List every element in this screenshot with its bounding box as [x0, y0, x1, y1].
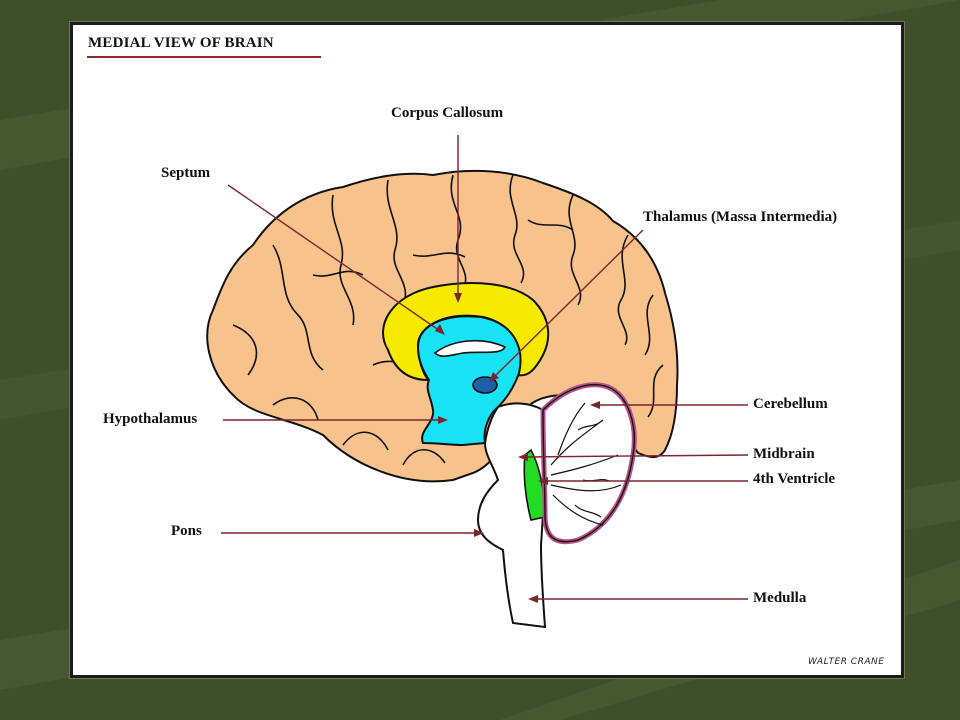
label-cerebellum: Cerebellum	[753, 396, 828, 412]
midbrain-tectum	[523, 448, 546, 521]
title-underline	[87, 56, 321, 58]
fornix	[433, 339, 507, 357]
label-septum: Septum	[161, 165, 211, 181]
label-thalamus: Thalamus (Massa Intermedia)	[643, 209, 838, 225]
label-4th-ventricle: 4th Ventricle	[753, 471, 836, 487]
leader-arrowheads	[435, 293, 600, 603]
diagram-title: MEDIAL VIEW OF BRAIN	[88, 35, 274, 51]
label-midbrain: Midbrain	[753, 446, 815, 462]
label-medulla: Medulla	[753, 590, 807, 606]
diagram-frame: MEDIAL VIEW OF BRAIN Corpus Callosum Sep…	[70, 22, 904, 678]
label-corpus-callosum: Corpus Callosum	[391, 105, 504, 121]
cerebellum	[540, 382, 637, 545]
arbor-vitae	[550, 402, 622, 526]
leader-lines	[221, 135, 749, 600]
brain-diagram	[206, 135, 749, 629]
label-pons: Pons	[171, 523, 202, 539]
label-hypothalamus: Hypothalamus	[103, 411, 198, 427]
artist-signature: WALTER CRANE	[808, 657, 885, 667]
